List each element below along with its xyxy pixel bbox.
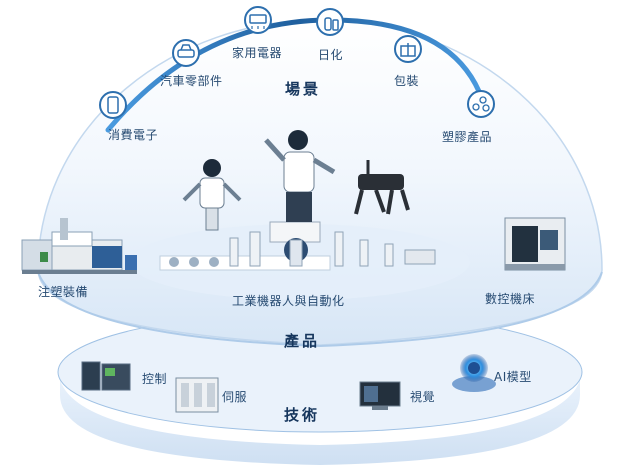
phone-icon xyxy=(99,91,127,119)
tech-label-vision: 視覺 xyxy=(410,390,436,404)
bottle-icon xyxy=(316,8,344,36)
quadruped-robot-icon xyxy=(354,160,410,215)
tech-label-ai-model: AI模型 xyxy=(494,370,532,384)
controller-icon xyxy=(81,361,131,391)
product-label-cnc-machine: 數控機床 xyxy=(485,292,536,306)
section-title-products: 產品 xyxy=(284,332,321,350)
servo-drive-icon xyxy=(175,377,219,413)
cnc-machine-icon xyxy=(504,217,566,271)
industrial-robots-icon xyxy=(159,221,436,271)
section-title-technology: 技術 xyxy=(284,406,321,424)
plastic-pellets-icon xyxy=(467,90,495,118)
scenario-label-daily-chemicals: 日化 xyxy=(318,48,344,62)
humanoid-robot-icon xyxy=(182,159,242,231)
dome-rim xyxy=(37,271,603,348)
tech-label-servo: 伺服 xyxy=(222,390,248,404)
injection-molding-machine-icon xyxy=(21,218,137,274)
scenario-label-packaging: 包裝 xyxy=(394,74,420,88)
product-label-robots-automation: 工業機器人與自動化 xyxy=(232,294,345,308)
section-title-scenarios: 場景 xyxy=(285,80,322,98)
scenario-label-home-appliances: 家用電器 xyxy=(232,46,283,60)
ai-model-icon xyxy=(452,354,496,392)
scenario-label-auto-parts: 汽車零部件 xyxy=(160,74,223,88)
product-label-injection-molding: 注塑裝備 xyxy=(38,285,89,299)
air-conditioner-icon xyxy=(244,6,272,34)
tech-label-control: 控制 xyxy=(142,372,168,386)
car-icon xyxy=(172,39,200,67)
vision-monitor-icon xyxy=(359,381,401,410)
dual-arm-robot-icon xyxy=(264,130,336,222)
gift-box-icon xyxy=(394,35,422,63)
scenario-label-consumer-electronics: 消費電子 xyxy=(108,128,159,142)
scenario-label-plastic-products: 塑膠產品 xyxy=(442,130,493,144)
technology-band xyxy=(60,380,580,465)
